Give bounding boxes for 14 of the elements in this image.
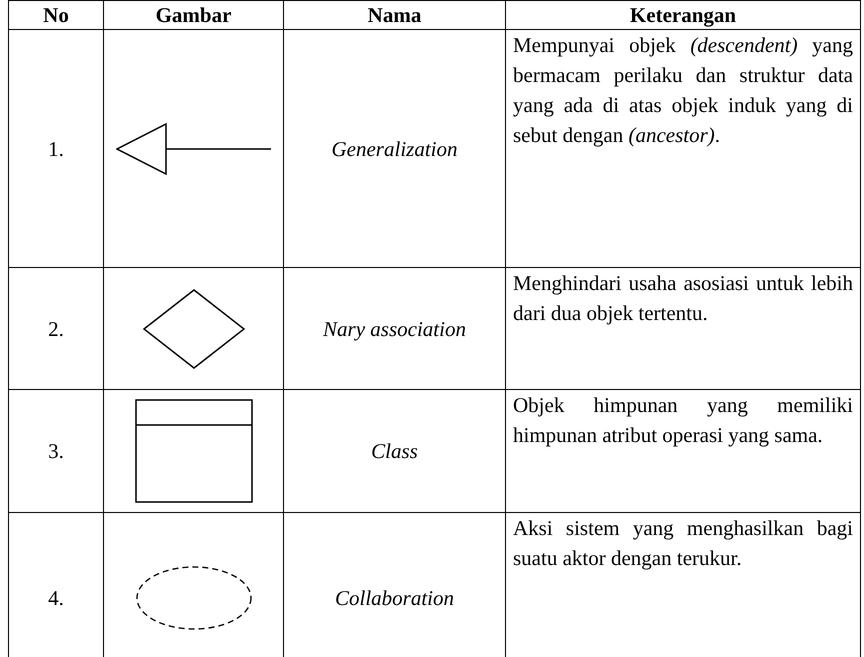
row-number: 4.: [8, 512, 104, 657]
symbol-name: Nary association: [284, 268, 506, 390]
column-header: No: [8, 0, 104, 30]
symbol-name: Generalization: [284, 30, 506, 268]
row-number: 1.: [8, 30, 104, 268]
description: Objek himpunan yang memiliki himpunan atribut operasi yang sama.: [506, 390, 860, 512]
row-number: 3.: [8, 390, 104, 512]
column-header: Keterangan: [506, 0, 860, 30]
description: Menghindari usaha asosiasi untuk lebih dari dua objek tertentu.: [506, 268, 860, 390]
row-number: 2.: [8, 268, 104, 390]
column-header: Nama: [284, 0, 506, 30]
description: Mempunyai objek (descendent) yang bermacam perilaku dan struktur data yang ada di atas objek induk yang di sebut dengan (ancestor).: [506, 30, 860, 268]
column-header: Gambar: [104, 0, 284, 30]
symbol-name: Class: [284, 390, 506, 512]
